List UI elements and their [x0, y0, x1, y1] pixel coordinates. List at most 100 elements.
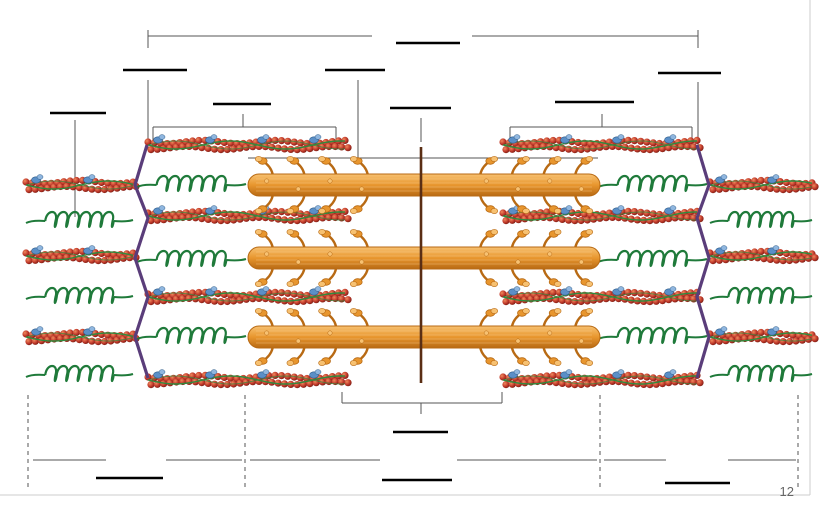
thick-filament — [247, 156, 601, 214]
troponin-complex — [153, 369, 166, 379]
myosin-head — [510, 156, 530, 175]
titin-tail — [226, 183, 247, 187]
troponin-complex — [664, 286, 677, 296]
troponin-complex — [31, 174, 44, 184]
myosin-head-globule — [585, 281, 594, 287]
troponin-blob — [158, 205, 166, 211]
myosin-stub — [295, 259, 301, 265]
myosin-head — [286, 195, 306, 214]
actin-bead — [223, 145, 231, 154]
troponin-blob — [88, 174, 96, 180]
tropomyosin-strand — [502, 211, 697, 221]
myosin-head — [318, 156, 338, 175]
titin-tail — [136, 335, 157, 340]
actin-bead — [643, 373, 651, 381]
thin-filament-right — [499, 369, 704, 389]
myosin-head — [349, 268, 369, 287]
actin-bead — [574, 209, 582, 218]
myosin-head — [286, 308, 306, 327]
myosin-head-globule — [349, 360, 358, 366]
actin-bead — [643, 290, 651, 298]
troponin-blob — [669, 286, 677, 292]
actin-bead — [344, 379, 352, 387]
actin-bead — [649, 374, 657, 382]
thin-filaments — [22, 134, 819, 389]
thin-filament-left — [144, 369, 352, 389]
actin-bead — [144, 138, 152, 146]
troponin-blob — [565, 134, 573, 140]
actin-bead — [25, 186, 33, 194]
actin-bead — [94, 186, 102, 194]
troponin-complex — [205, 286, 218, 296]
troponin-blob — [617, 205, 625, 211]
troponin-complex — [715, 174, 728, 184]
troponin-complex — [83, 326, 96, 336]
tropomyosin-strand — [147, 292, 346, 302]
myosin-head-globule — [318, 360, 326, 366]
myosin-head-globule — [522, 281, 530, 287]
actin-bead — [290, 373, 298, 381]
actin-bead — [72, 247, 80, 256]
tropomyosin-strand — [709, 180, 813, 190]
thin-filament-left — [144, 134, 352, 154]
titin-coil — [44, 210, 115, 229]
troponin-complex — [664, 205, 677, 215]
actin-bead — [97, 249, 106, 258]
tropomyosin-strand — [147, 211, 346, 221]
actin-bead — [296, 374, 305, 382]
titin-coil — [155, 174, 228, 193]
actin-bead — [344, 144, 352, 152]
tropomyosin-strand — [709, 251, 813, 261]
actin-bead — [785, 185, 794, 194]
thin-filament-right — [499, 286, 704, 306]
tropomyosin-strand — [147, 140, 346, 150]
troponin-blob — [669, 369, 677, 375]
troponin-blob — [513, 286, 521, 292]
titin-outer-left — [25, 210, 134, 229]
actin-bead — [195, 136, 203, 145]
myosin-head-globule — [522, 156, 530, 162]
thick-filaments — [247, 156, 601, 366]
tropomyosin-strand — [25, 251, 134, 261]
actin-bead — [277, 289, 286, 297]
z-disc-left — [133, 144, 150, 379]
titin-coil — [616, 249, 689, 268]
actin-bead — [217, 217, 225, 225]
actin-bead — [577, 380, 585, 389]
myosin-head-globule — [553, 281, 562, 287]
tropomyosin-strand — [502, 292, 697, 302]
myosin-head-globule — [254, 156, 263, 162]
titin-tail — [597, 335, 618, 340]
troponin-complex — [153, 134, 166, 144]
titin-tail — [709, 219, 729, 224]
troponin-blob — [772, 245, 780, 251]
actin-bead — [549, 371, 557, 380]
troponin-complex — [560, 369, 573, 379]
troponin-complex — [257, 286, 270, 296]
actin-bead — [22, 249, 30, 257]
myosin-head — [349, 156, 369, 175]
troponin-blob — [314, 369, 322, 375]
myosin-head — [574, 268, 594, 287]
actin-bead — [649, 139, 657, 147]
myosin-head-globule — [286, 208, 295, 214]
troponin-complex — [612, 134, 625, 144]
actin-bead — [271, 371, 279, 379]
troponin-complex — [664, 369, 677, 379]
myosin-stub — [578, 338, 584, 344]
titin-tail — [597, 258, 618, 263]
troponin-complex — [560, 205, 573, 215]
myosin-head — [574, 308, 594, 327]
actin-bead — [22, 178, 30, 186]
myosin-head-globule — [349, 229, 358, 235]
titin-right — [597, 326, 708, 345]
actin-bead — [779, 257, 787, 265]
titin-tail — [687, 335, 708, 339]
titin-tail — [687, 183, 708, 187]
titin-coil — [727, 364, 795, 383]
myosin-stub — [515, 186, 521, 192]
myosin-head-globule — [553, 229, 562, 235]
troponin-complex — [205, 205, 218, 215]
tropomyosin-strand — [25, 180, 134, 190]
